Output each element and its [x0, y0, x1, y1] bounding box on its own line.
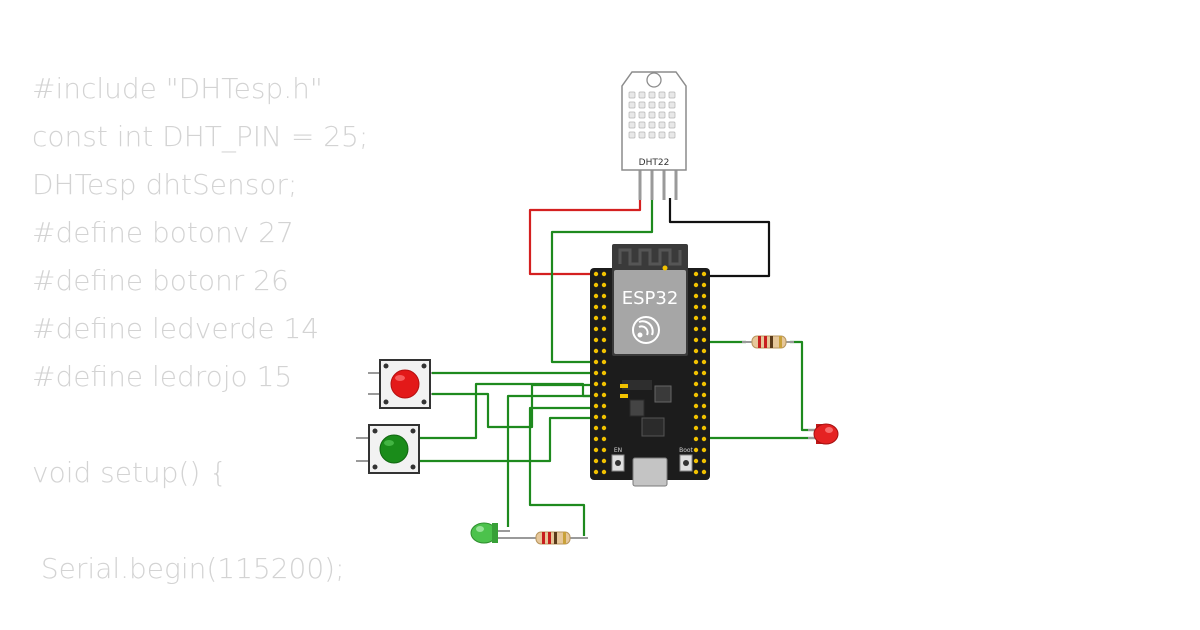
push-button-red[interactable]: [368, 359, 432, 409]
code-line: #define ledverde 14: [32, 312, 320, 345]
wire-dht-data: [550, 198, 654, 364]
code-line: #include "DHTesp.h": [32, 72, 323, 105]
code-line: #define botonr 26: [32, 264, 289, 297]
wire-dht-gnd: [668, 198, 771, 278]
led-green: [470, 522, 530, 544]
wire-green-button-2: [420, 416, 596, 463]
boot-label: Boot: [679, 447, 693, 454]
en-label: EN: [614, 447, 622, 454]
resistor-red-led: [742, 335, 794, 349]
resistor-green-led: [524, 531, 588, 545]
espressif-logo-icon: [632, 316, 660, 344]
code-line: const int DHT_PIN = 25;: [32, 120, 369, 153]
code-line: DHTesp dhtSensor;: [32, 168, 298, 201]
code-line: #define botonv 27: [32, 216, 294, 249]
code-line: #define ledrojo 15: [32, 360, 293, 393]
led-red: [808, 423, 839, 445]
wire-green-led: [506, 394, 596, 527]
antenna-trace: [618, 248, 682, 266]
wire-red-button-2: [432, 383, 596, 429]
esp32-board: ESP32 Boot EN: [590, 244, 710, 487]
header-pins: [593, 271, 707, 475]
esp32-label: ESP32: [622, 288, 679, 309]
code-line: Serial.begin(115200);: [32, 552, 345, 585]
dht22-sensor: DHT22: [621, 71, 687, 200]
wires: [420, 198, 815, 536]
wire-green-led-resistor: [528, 406, 596, 536]
code-listing: #include "DHTesp.h" const int DHT_PIN = 2…: [32, 66, 368, 594]
dht22-label: DHT22: [639, 158, 670, 168]
push-button-green[interactable]: [356, 424, 420, 474]
wire-red-led-resistor-2: [790, 340, 815, 432]
code-line: void setup() {: [32, 456, 228, 489]
